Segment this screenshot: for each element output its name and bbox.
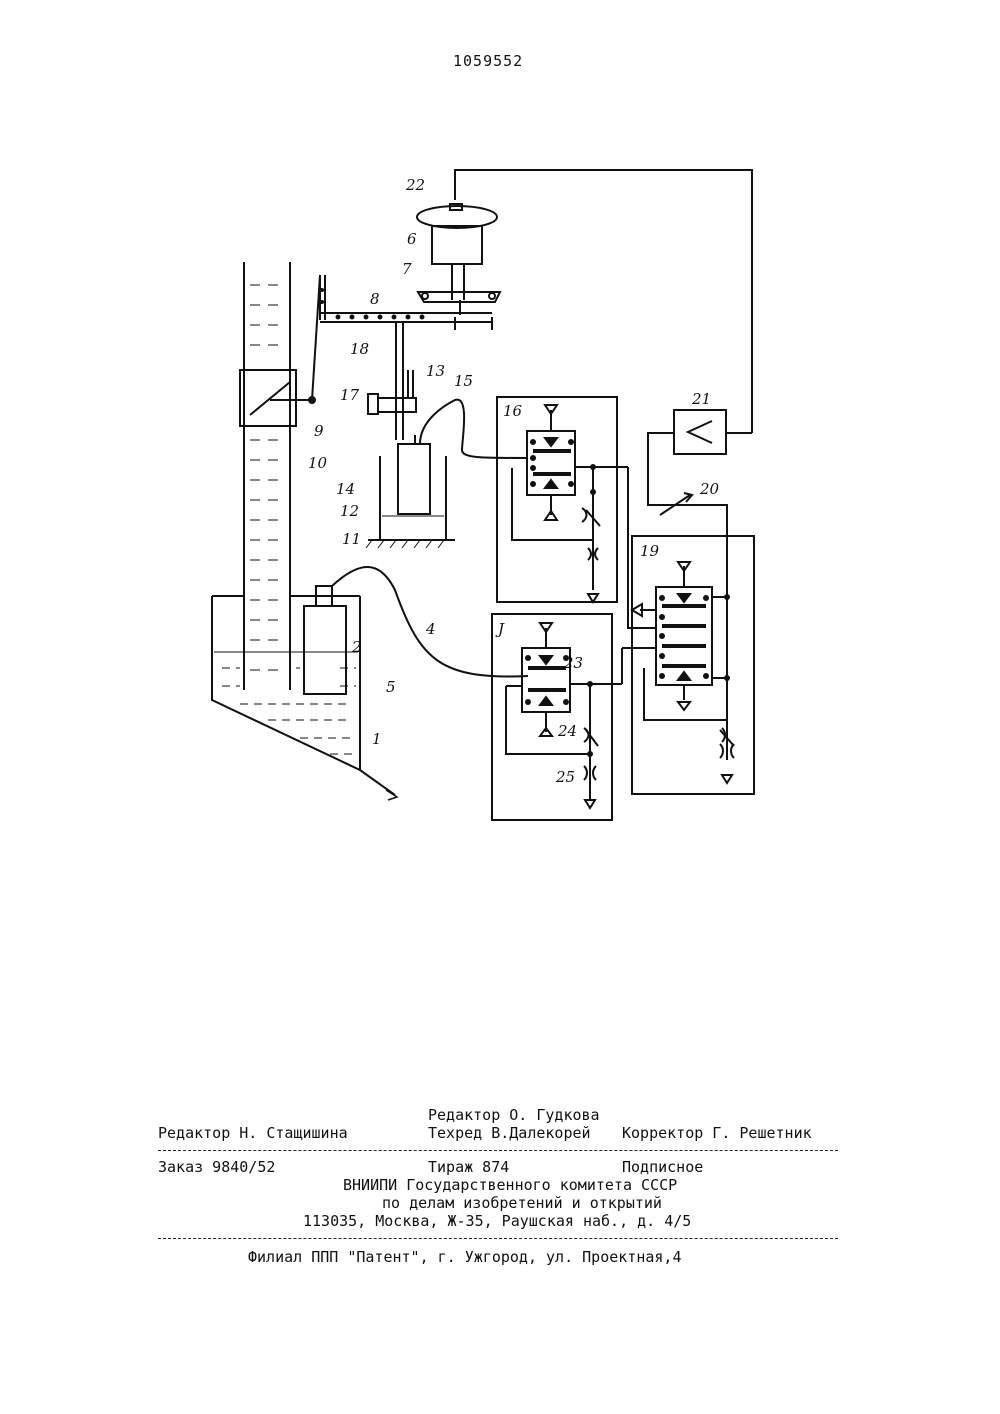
label-11: 11 xyxy=(342,530,361,548)
flapper-nozzle xyxy=(368,322,416,440)
label-21: 21 xyxy=(691,390,711,408)
label-14: 14 xyxy=(336,480,355,498)
label-13: 13 xyxy=(426,362,445,380)
address: 113035, Москва, Ж-35, Раушская наб., д. … xyxy=(303,1212,691,1230)
comparator-21 xyxy=(648,410,752,515)
label-15: 15 xyxy=(454,372,473,390)
float-2 xyxy=(304,567,528,694)
label-10: 10 xyxy=(308,454,328,472)
schematic-drawing: 1 2 J 4 5 6 7 8 9 10 11 12 13 14 15 16 1… xyxy=(0,0,1000,900)
block-3 xyxy=(492,614,622,820)
label-17: 17 xyxy=(340,386,360,404)
label-16: 16 xyxy=(503,402,523,420)
block-16 xyxy=(497,397,628,602)
label-22: 22 xyxy=(405,176,425,194)
divider xyxy=(158,1238,838,1239)
reference-numerals: 1 2 J 4 5 6 7 8 9 10 11 12 13 14 15 16 1… xyxy=(308,176,720,786)
label-7: 7 xyxy=(402,260,412,278)
block-19 xyxy=(622,467,754,794)
editor-right: Редактор О. Гудкова xyxy=(428,1106,600,1124)
label-24: 24 xyxy=(557,722,577,740)
label-18: 18 xyxy=(350,340,369,358)
pipe xyxy=(244,262,290,690)
org-line-1: ВНИИПИ Государственного комитета СССР xyxy=(343,1176,677,1194)
lever xyxy=(320,288,492,330)
label-6: 6 xyxy=(407,230,417,248)
circulation: Тираж 874 xyxy=(428,1158,509,1176)
label-4: 4 xyxy=(425,620,436,638)
divider xyxy=(158,1150,838,1151)
branch: Филиал ППП "Патент", г. Ужгород, ул. Про… xyxy=(248,1248,681,1266)
label-2: 2 xyxy=(351,638,362,656)
label-5: 5 xyxy=(386,678,396,696)
float-vessel xyxy=(366,400,526,548)
techred: Техред В.Далекорей xyxy=(428,1124,591,1142)
corrector: Корректор Г. Решетник xyxy=(622,1124,812,1142)
label-12: 12 xyxy=(340,502,359,520)
label-1: 1 xyxy=(372,730,382,748)
throttle-valve xyxy=(240,275,325,426)
label-19: 19 xyxy=(640,542,660,560)
order: Заказ 9840/52 xyxy=(158,1158,275,1176)
label-23: 23 xyxy=(563,654,583,672)
label-9: 9 xyxy=(314,422,324,440)
org-line-2: по делам изобретений и открытий xyxy=(382,1194,662,1212)
label-25: 25 xyxy=(555,768,575,786)
subscription: Подписное xyxy=(622,1158,703,1176)
label-20: 20 xyxy=(699,480,720,498)
label-8: 8 xyxy=(370,290,380,308)
label-3: J xyxy=(495,620,505,638)
editor-left: Редактор Н. Стащишина xyxy=(158,1124,348,1142)
